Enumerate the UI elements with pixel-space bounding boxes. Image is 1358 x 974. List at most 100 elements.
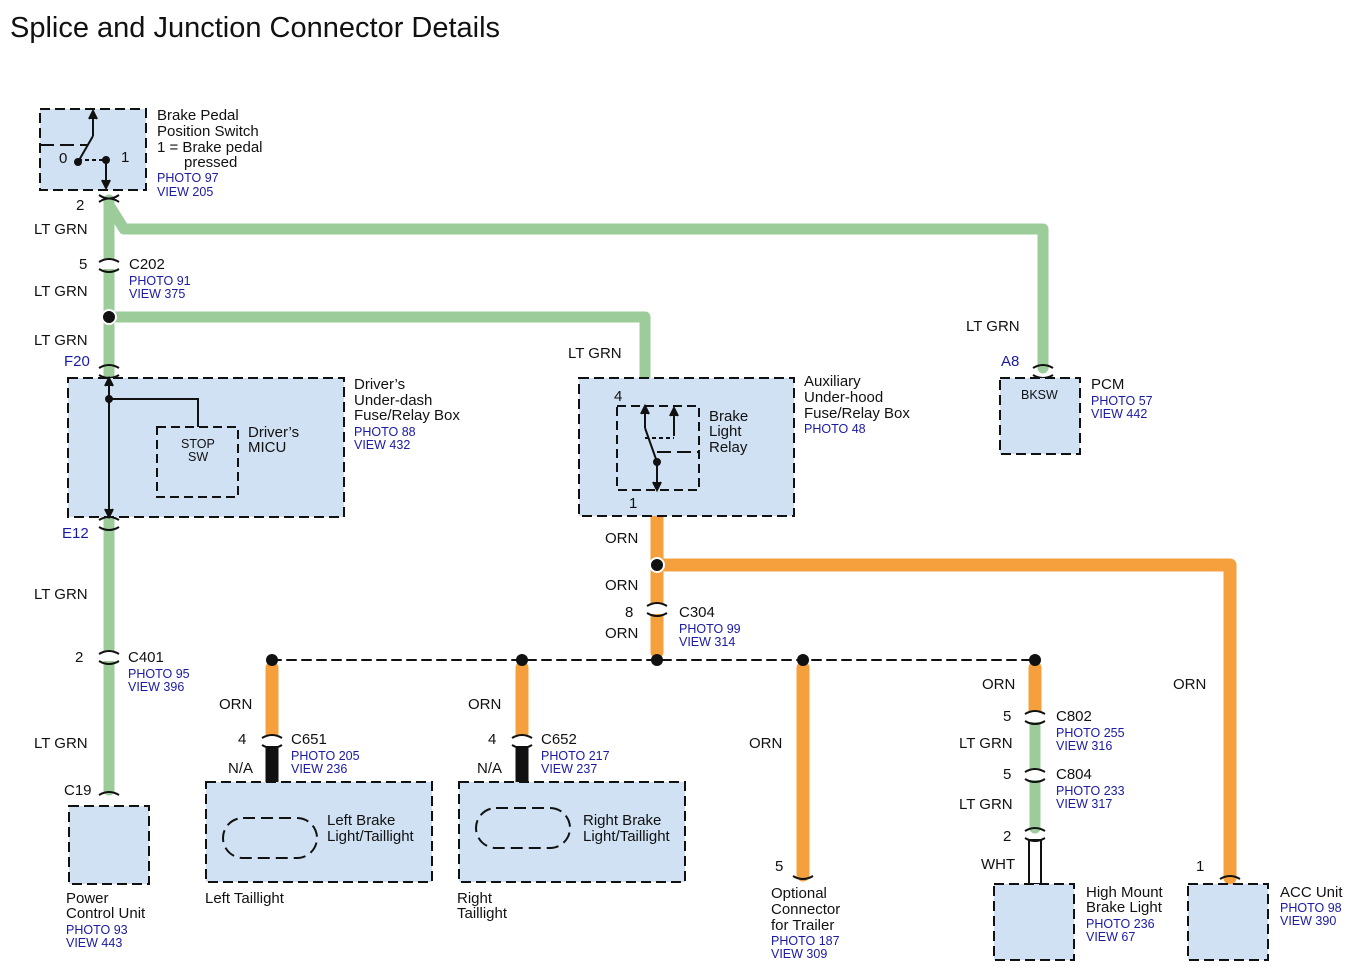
brake-switch-photo: PHOTO 97 [157, 171, 219, 185]
left-light-name-2: Light/Taillight [327, 828, 415, 845]
wire-label-lt-grn: LT GRN [34, 221, 88, 238]
left-light-box [205, 781, 433, 883]
connector-gaps [100, 259, 1044, 780]
acc-photo: PHOTO 98 [1280, 901, 1342, 915]
c304-photo: PHOTO 99 [679, 622, 741, 636]
relay-label-3: Relay [709, 439, 748, 456]
c804-pin: 5 [1003, 766, 1011, 783]
splice-dot-trailer [797, 654, 809, 666]
pcu-box [68, 805, 150, 885]
wire-lt-grn-pcm [103, 199, 1049, 374]
trailer-view: VIEW 309 [771, 947, 827, 961]
trailer-pin: 5 [775, 858, 783, 875]
switch-pos-0: 0 [59, 150, 67, 167]
wire-label-wht: WHT [981, 856, 1015, 873]
c802-photo: PHOTO 255 [1056, 726, 1125, 740]
left-bulb-icon [222, 817, 318, 859]
pcm-photo: PHOTO 57 [1091, 394, 1153, 408]
relay-label-2: Light [709, 423, 742, 440]
right-light-name-1: Right Brake [583, 812, 661, 829]
right-light-name-2: Light/Taillight [583, 828, 671, 845]
c804-name: C804 [1056, 766, 1092, 783]
hmbl-photo: PHOTO 236 [1086, 917, 1155, 931]
right-light-box [458, 781, 686, 883]
wire-label-lt-grn: LT GRN [966, 318, 1020, 335]
pcm-pin: A8 [1001, 353, 1019, 370]
c802-view: VIEW 316 [1056, 739, 1112, 753]
brake-switch-name-2: Position Switch [157, 123, 259, 140]
underdash-pin-top: F20 [64, 353, 90, 370]
wire-label-lt-grn: LT GRN [34, 586, 88, 603]
wire-label-orn: ORN [749, 735, 782, 752]
c202-name: C202 [129, 256, 165, 273]
underhood-name-2: Under-hood [804, 389, 883, 406]
right-light-caption-1: Right [457, 890, 493, 907]
pcu-name-2: Control Unit [66, 905, 146, 922]
relay-label-1: Brake [709, 408, 748, 425]
underdash-view: VIEW 432 [354, 438, 410, 452]
c802-name: C802 [1056, 708, 1092, 725]
c804-view: VIEW 317 [1056, 797, 1112, 811]
left-light-caption: Left Taillight [205, 890, 285, 907]
c652-view: VIEW 237 [541, 762, 597, 776]
underhood-name-1: Auxiliary [804, 373, 861, 390]
page-title: Splice and Junction Connector Details [10, 12, 500, 44]
c202-view: VIEW 375 [129, 287, 185, 301]
c652-photo: PHOTO 217 [541, 749, 610, 763]
right-bulb-icon [475, 807, 571, 849]
c202-pin: 5 [79, 256, 87, 273]
micu-label-2: MICU [248, 439, 286, 456]
c202-photo: PHOTO 91 [129, 274, 191, 288]
splice-dot-hmbl [1029, 654, 1041, 666]
splice-dot-left [266, 654, 278, 666]
underdash-name-2: Under-dash [354, 392, 432, 409]
micu-internal-wiring [104, 375, 199, 520]
pcu-view: VIEW 443 [66, 936, 122, 950]
splice-dot-c304 [651, 654, 663, 666]
acc-name: ACC Unit [1280, 884, 1343, 901]
wire-orn-acc [650, 558, 1237, 885]
acc-box [1187, 883, 1269, 961]
c304-name: C304 [679, 604, 715, 621]
c401-view: VIEW 396 [128, 680, 184, 694]
trailer-photo: PHOTO 187 [771, 934, 840, 948]
brake-switch-pin: 2 [76, 197, 84, 214]
hmbl-view: VIEW 67 [1086, 930, 1135, 944]
brake-switch-note-1: 1 = Brake pedal [157, 139, 263, 156]
brake-switch-view: VIEW 205 [157, 185, 213, 199]
micu-label-1: Driver’s [248, 424, 299, 441]
acc-view: VIEW 390 [1280, 914, 1336, 928]
splice-points [101, 309, 1041, 666]
c804-photo: PHOTO 233 [1056, 784, 1125, 798]
wire-label-lt-grn: LT GRN [34, 283, 88, 300]
trailer-name-1: Optional [771, 885, 827, 902]
c651-photo: PHOTO 205 [291, 749, 360, 763]
stop-sw-label-1: STOP [181, 437, 215, 451]
hmbl-name-2: Brake Light [1086, 899, 1163, 916]
right-light-caption-2: Taillight [457, 905, 508, 922]
wire-wht-hmbl [1028, 839, 1042, 885]
c652-pin: 4 [488, 731, 496, 748]
stop-sw-label-2: SW [188, 450, 208, 464]
c651-na: N/A [228, 760, 253, 777]
wire-label-orn: ORN [219, 696, 252, 713]
pcu-pin: C19 [64, 782, 92, 799]
relay-switch-icon [640, 403, 699, 493]
wire-label-lt-grn: LT GRN [959, 796, 1013, 813]
hmbl-box [993, 883, 1075, 961]
underdash-photo: PHOTO 88 [354, 425, 416, 439]
trailer-name-2: Connector [771, 901, 840, 918]
splice-dot-right [516, 654, 528, 666]
pcm-terminal: BKSW [1021, 388, 1058, 402]
c651-name: C651 [291, 731, 327, 748]
hmbl-pin: 2 [1003, 828, 1011, 845]
c651-pin: 4 [238, 731, 246, 748]
wire-label-lt-grn: LT GRN [34, 332, 88, 349]
acc-pin: 1 [1196, 858, 1204, 875]
stop-sw-box [156, 426, 239, 498]
switch-pos-1: 1 [121, 149, 129, 166]
underhood-photo: PHOTO 48 [804, 422, 866, 436]
hmbl-name-1: High Mount [1086, 884, 1164, 901]
c401-photo: PHOTO 95 [128, 667, 190, 681]
brake-switch-note-2: pressed [184, 154, 237, 171]
